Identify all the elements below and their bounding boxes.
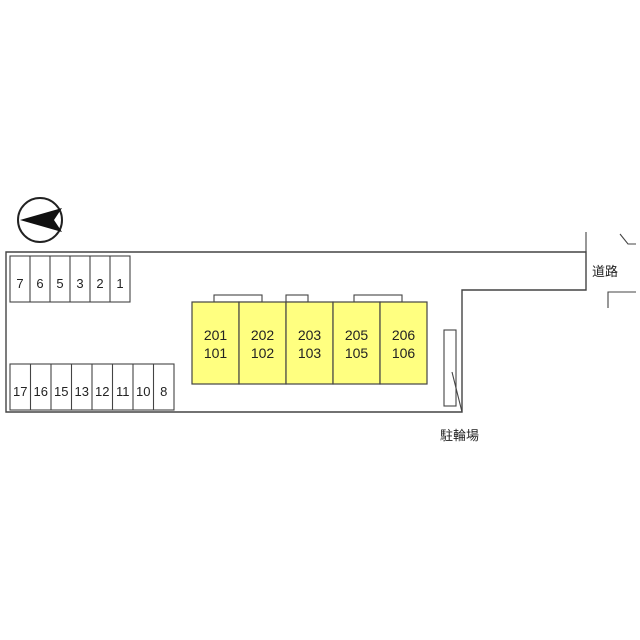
parking-stall-number: 11: [116, 384, 130, 399]
parking-stall-number: 12: [95, 384, 109, 399]
bicycle-parking-label: 駐輪場: [440, 428, 479, 444]
north-arrow-icon: [17, 197, 63, 243]
apartment-building: 201 101 202 102 203 103 205 105 206 106: [191, 294, 428, 385]
parking-stall-number: 2: [96, 276, 103, 291]
unit-number-upper: 203: [298, 327, 322, 343]
unit-number-lower: 102: [251, 345, 275, 361]
unit-number-lower: 105: [345, 345, 369, 361]
unit-box: [238, 301, 287, 385]
parking-stall-number: 1: [116, 276, 123, 291]
road-label: 道路: [592, 264, 618, 280]
unit-number-upper: 206: [392, 327, 416, 343]
unit-box: [191, 301, 240, 385]
unit-number-lower: 101: [204, 345, 228, 361]
unit-number-upper: 205: [345, 327, 369, 343]
parking-stall-number: 7: [16, 276, 23, 291]
unit-number-lower: 106: [392, 345, 416, 361]
parking-stall-number: 13: [75, 384, 89, 399]
parking-stall-number: 6: [36, 276, 43, 291]
parking-stall-number: 16: [34, 384, 48, 399]
road-markings: [585, 232, 636, 308]
unit-box: [332, 301, 381, 385]
parking-grid-bottom: 17 16 15 13 12 11 10 8: [9, 363, 175, 411]
unit-number-upper: 201: [204, 327, 228, 343]
bicycle-parking-area: [443, 329, 463, 413]
parking-stall-number: 15: [54, 384, 68, 399]
parking-stall-number: 10: [136, 384, 150, 399]
parking-stall-number: 5: [56, 276, 63, 291]
unit-box: [379, 301, 428, 385]
unit-number-upper: 202: [251, 327, 275, 343]
parking-stall-number: 8: [160, 384, 167, 399]
unit-number-lower: 103: [298, 345, 322, 361]
unit-box: [285, 301, 334, 385]
parking-stall-number: 17: [13, 384, 27, 399]
parking-stall-number: 3: [76, 276, 83, 291]
